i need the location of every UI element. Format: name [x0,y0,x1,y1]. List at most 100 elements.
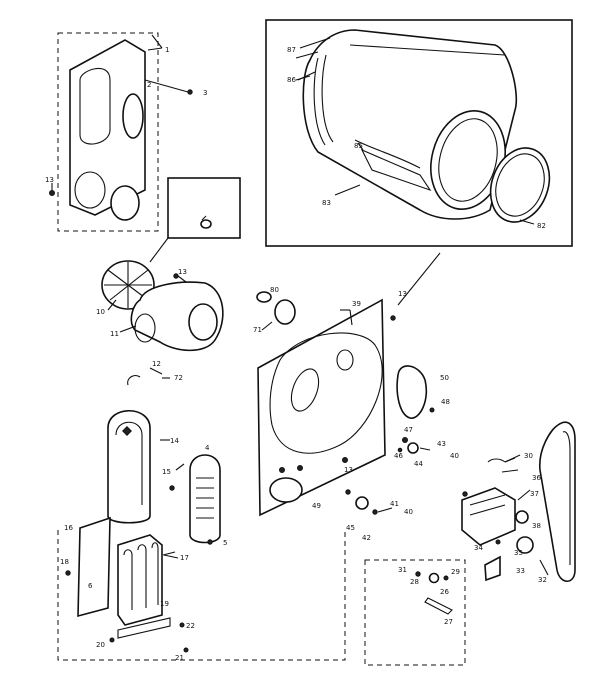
screw-45 [345,489,351,495]
callout-5: 5 [223,539,227,547]
callout-29: 29 [451,568,460,576]
blower-group [101,260,224,386]
thermostat-47 [402,437,408,443]
callout-40b: 40 [404,508,413,516]
duct-group [107,409,221,545]
callout-34: 34 [474,544,483,552]
callout-17: 17 [180,554,189,562]
nut-41 [372,509,378,515]
callout-27: 27 [444,618,453,626]
lint-detail-group [149,177,241,263]
motor-bracket [484,555,501,582]
callout-47: 47 [404,426,413,434]
clip [200,219,212,229]
leader-lines [107,34,549,576]
callout-72: 72 [174,374,183,382]
rear-bulkhead [257,298,386,517]
callout-36: 36 [532,474,541,482]
screw-21 [183,647,189,653]
callout-80: 80 [270,286,279,294]
callout-13-blower: 13 [178,268,187,276]
callout-49: 49 [312,502,321,510]
front-bulkhead-panel [69,39,146,216]
felt-ring [110,185,140,221]
screw-5 [207,539,213,545]
callout-37: 37 [530,490,539,498]
drum-assembly-group [265,19,573,247]
callout-83: 83 [322,199,331,207]
screw-15 [169,485,175,491]
callout-82: 82 [537,222,546,230]
screw-31 [415,571,421,577]
screw-48 [429,407,435,413]
callout-12: 12 [152,360,161,368]
washer-43 [407,442,419,454]
idler-arm [424,597,453,615]
rear-bulkhead-opening [269,477,303,503]
callout-20: 20 [96,641,105,649]
callout-10: 10 [96,308,105,316]
callout-38: 38 [532,522,541,530]
front-bulkhead-inset [57,32,159,232]
rear-bulkhead-group [256,252,441,517]
heater-group [57,516,346,661]
callout-11: 11 [110,330,119,338]
callout-43: 43 [437,440,446,448]
callout-48: 48 [441,398,450,406]
callout-labels: 1 2 3 13 87 86 85 83 82 10 11 13 12 72 8… [45,46,547,662]
callout-42: 42 [362,534,371,542]
idler-pulley [516,536,534,554]
callout-40: 40 [450,452,459,460]
callout-85: 85 [354,142,363,150]
callout-3: 3 [203,89,207,97]
drum-seal-ring [489,147,551,223]
callout-86: 86 [287,76,296,84]
callout-1: 1 [165,46,169,54]
callout-28: 28 [410,578,419,586]
exhaust-duct [107,409,151,524]
idler-wheel [428,572,440,584]
heating-element [117,534,163,626]
callout-13-lower: 13 [344,466,353,474]
callout-50: 50 [440,374,449,382]
callout-18: 18 [60,558,69,566]
callout-15: 15 [162,468,171,476]
callout-41: 41 [390,500,399,508]
callout-14: 14 [170,437,179,445]
callout-31: 31 [398,566,407,574]
screw-13c [390,315,396,321]
heater-inset [57,528,346,661]
callout-32: 32 [538,576,547,584]
motor-pulley [515,510,529,524]
callout-2: 2 [147,81,151,89]
motor-group [461,421,576,583]
drum [302,29,518,220]
motor [461,487,516,546]
bearing-pad [274,299,296,325]
callout-33: 33 [516,567,525,575]
lint-filter-housing [189,454,221,544]
washer-46 [355,496,369,510]
screw-22 [179,622,185,628]
lint-detail-box [167,177,241,239]
screw-13a [49,190,55,196]
callout-87: 87 [287,46,296,54]
callout-26: 26 [440,588,449,596]
callout-13: 13 [45,176,54,184]
heater-shield [77,516,111,618]
idler-group [364,559,466,666]
callout-22: 22 [186,622,195,630]
front-bulkhead-group [49,32,193,232]
callout-39: 39 [352,300,361,308]
callout-35: 35 [514,549,523,557]
baffle [360,148,432,192]
callout-6: 6 [88,582,93,590]
callout-13-bulkhead: 13 [398,290,407,298]
drum-inset-frame [265,19,573,247]
callout-19: 19 [160,600,169,608]
blower-outlet [188,303,218,341]
idler-inset [364,559,466,666]
screw-13b [173,273,179,279]
callout-16: 16 [64,524,73,532]
